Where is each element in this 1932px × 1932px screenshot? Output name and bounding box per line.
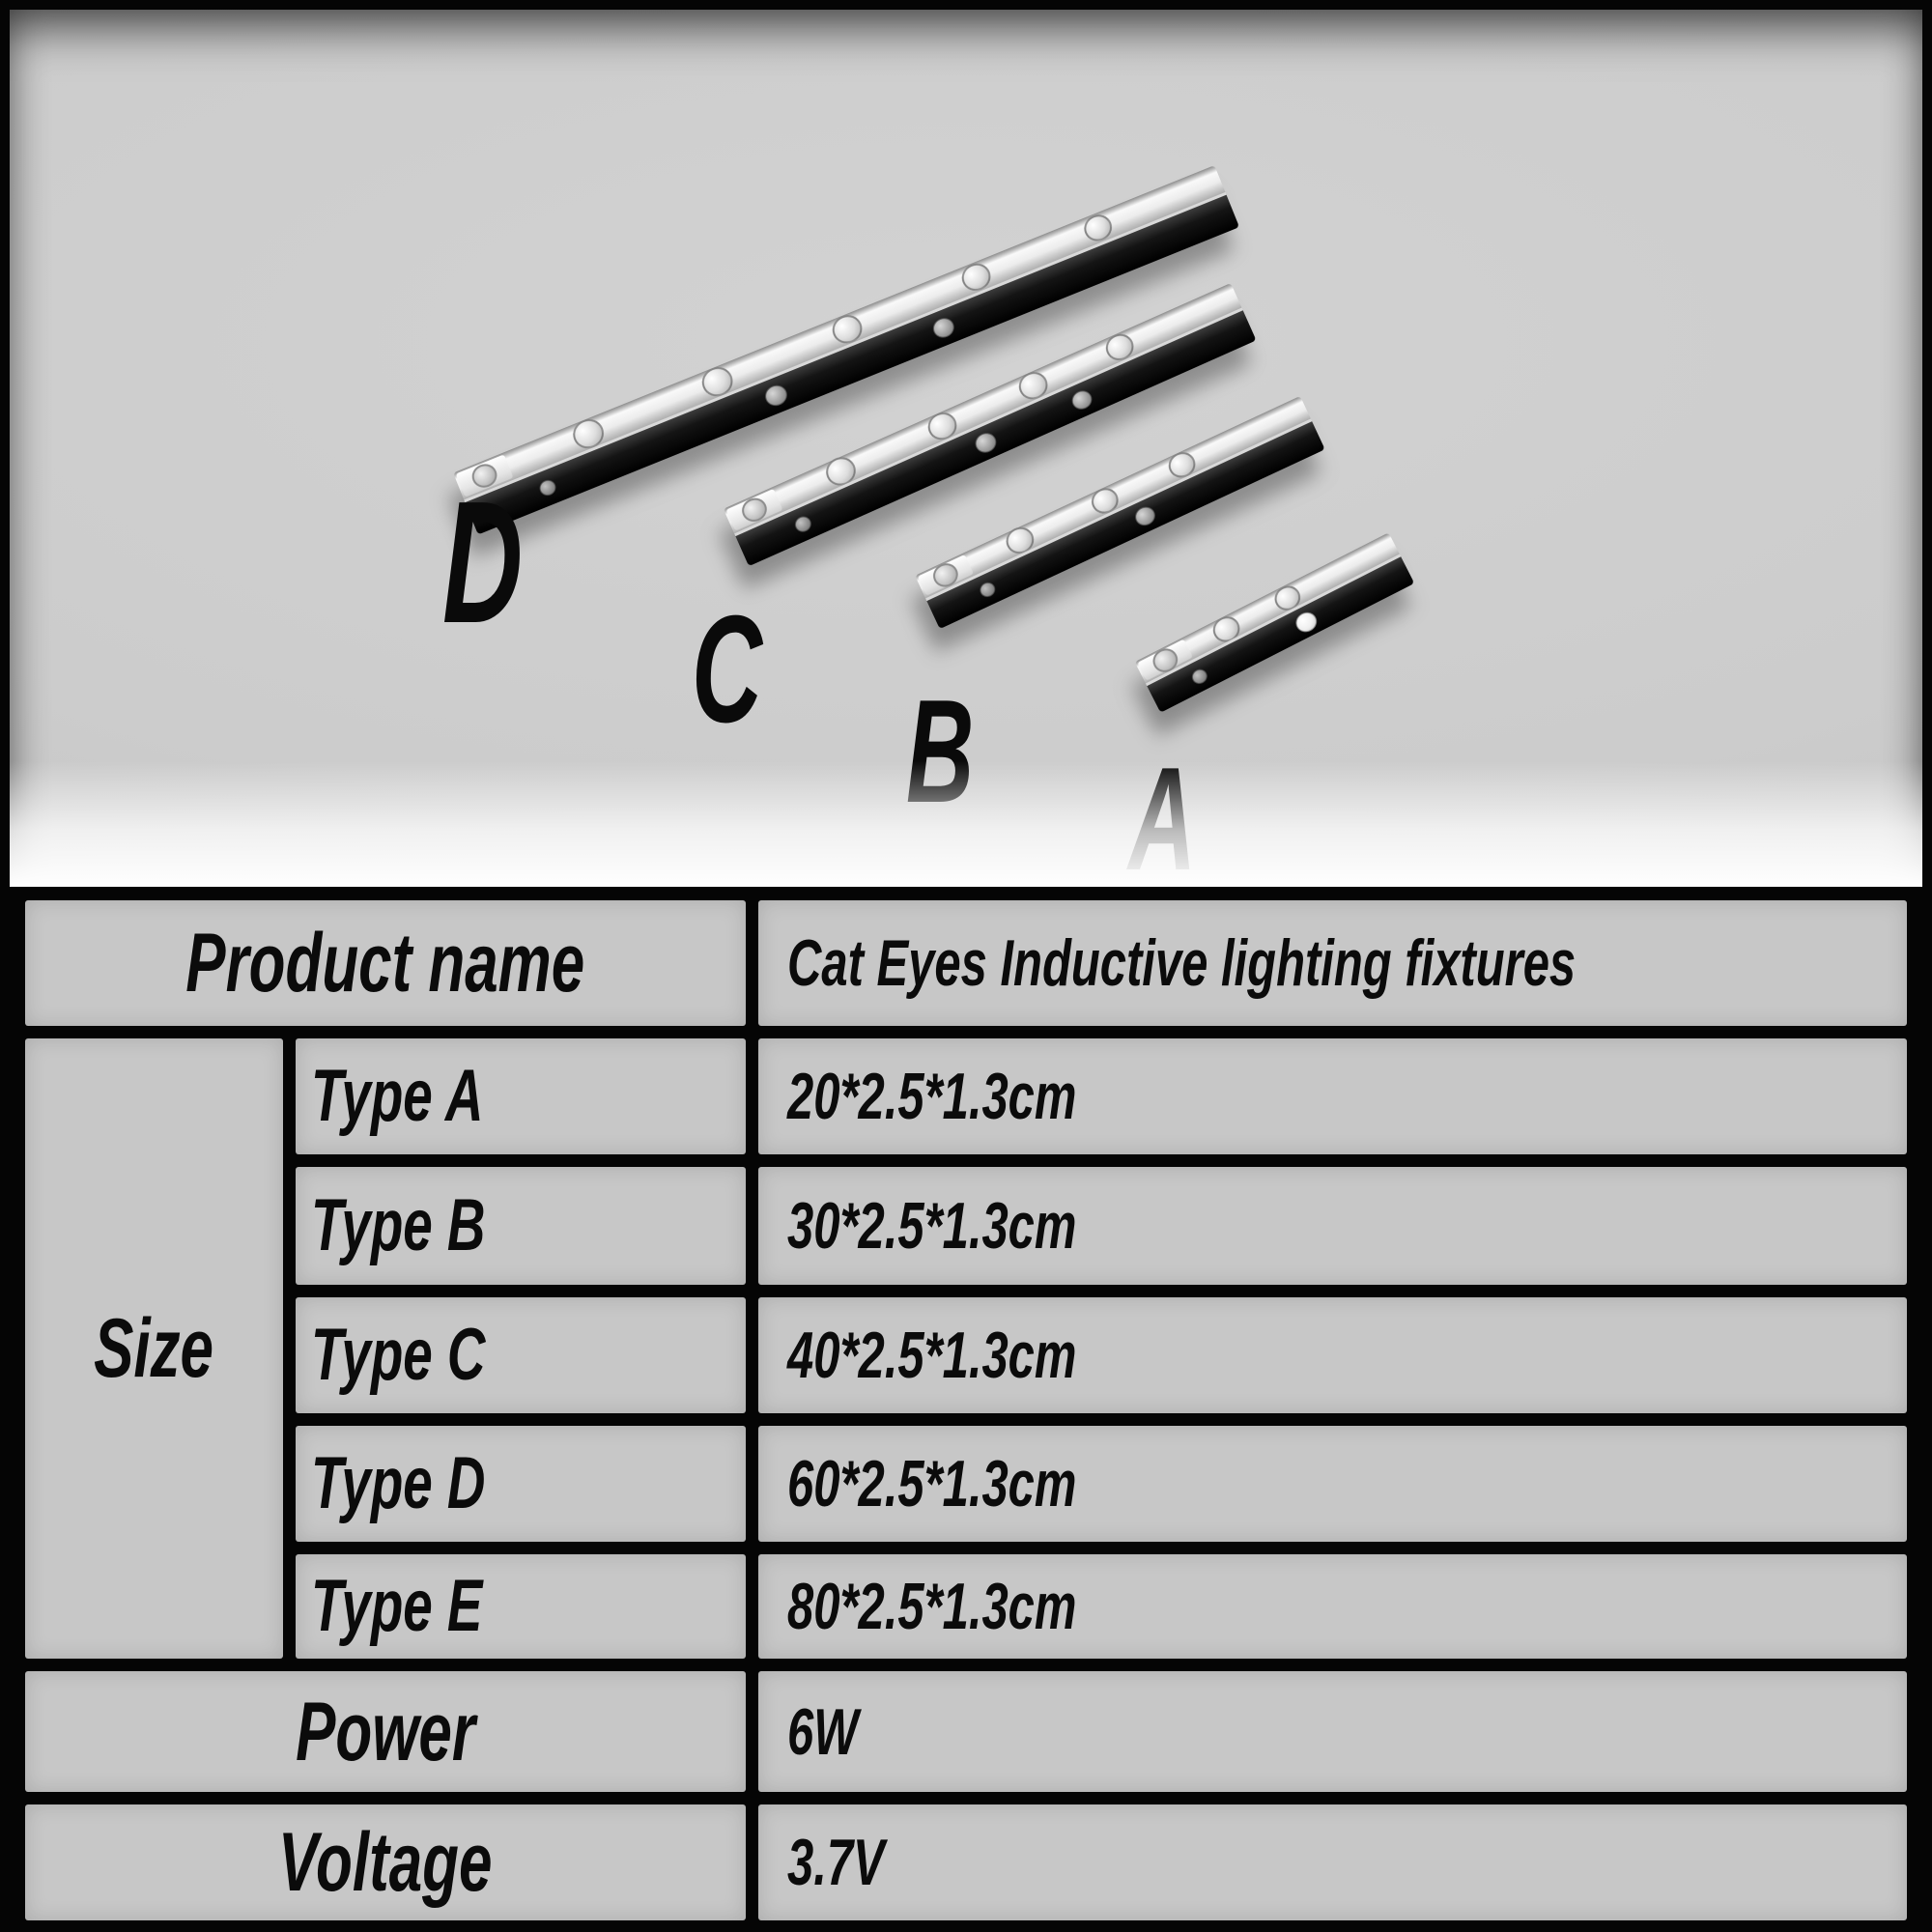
type-b-value-cell: 30*2.5*1.3cm bbox=[758, 1167, 1907, 1285]
voltage-value: 3.7V bbox=[787, 1826, 885, 1899]
type-d-dimensions: 60*2.5*1.3cm bbox=[787, 1447, 1077, 1520]
type-b-label-cell: Type B bbox=[296, 1167, 746, 1285]
power-label: Power bbox=[296, 1685, 475, 1778]
product-name-value: Cat Eyes Inductive lighting fixtures bbox=[787, 926, 1577, 1000]
type-d-label-cell: Type D bbox=[296, 1426, 746, 1542]
type-a-label: Type A bbox=[311, 1055, 484, 1137]
button-dot bbox=[1068, 387, 1095, 412]
size-label-cell: Size bbox=[25, 1038, 283, 1659]
type-a-label-cell: Type A bbox=[296, 1038, 746, 1154]
type-b-dimensions: 30*2.5*1.3cm bbox=[787, 1189, 1077, 1263]
product-name-label-cell: Product name bbox=[25, 900, 746, 1026]
power-value: 6W bbox=[787, 1694, 859, 1769]
voltage-value-cell: 3.7V bbox=[758, 1804, 1907, 1920]
type-c-dimensions: 40*2.5*1.3cm bbox=[787, 1319, 1077, 1392]
button-dot bbox=[929, 314, 957, 341]
size-label: Size bbox=[94, 1302, 214, 1395]
light-bar-a bbox=[1134, 532, 1415, 713]
type-e-dimensions: 80*2.5*1.3cm bbox=[787, 1570, 1077, 1643]
voltage-label: Voltage bbox=[278, 1816, 493, 1909]
type-d-label: Type D bbox=[311, 1442, 486, 1524]
bar-label-c: C bbox=[692, 584, 763, 754]
button-dot bbox=[761, 382, 791, 410]
type-e-label: Type E bbox=[311, 1565, 483, 1647]
button-dot bbox=[972, 429, 1000, 457]
spec-table: Product name Cat Eyes Inductive lighting… bbox=[10, 887, 1922, 1932]
power-label-cell: Power bbox=[25, 1671, 746, 1792]
type-c-label: Type C bbox=[311, 1314, 486, 1396]
product-photo-section: D C B A bbox=[10, 10, 1922, 887]
bar-label-d: D bbox=[442, 466, 524, 660]
product-name-value-cell: Cat Eyes Inductive lighting fixtures bbox=[758, 900, 1907, 1026]
button-dot bbox=[1131, 503, 1158, 529]
photo-bottom-fade bbox=[10, 761, 1922, 887]
type-d-value-cell: 60*2.5*1.3cm bbox=[758, 1426, 1907, 1542]
power-value-cell: 6W bbox=[758, 1671, 1907, 1792]
type-c-value-cell: 40*2.5*1.3cm bbox=[758, 1297, 1907, 1413]
type-a-value-cell: 20*2.5*1.3cm bbox=[758, 1038, 1907, 1154]
type-a-dimensions: 20*2.5*1.3cm bbox=[787, 1060, 1077, 1133]
type-e-label-cell: Type E bbox=[296, 1554, 746, 1659]
button-dot bbox=[977, 580, 998, 600]
voltage-label-cell: Voltage bbox=[25, 1804, 746, 1920]
type-c-label-cell: Type C bbox=[296, 1297, 746, 1413]
button-dot bbox=[792, 513, 814, 535]
type-e-value-cell: 80*2.5*1.3cm bbox=[758, 1554, 1907, 1659]
aluminum-strip bbox=[453, 165, 1226, 500]
type-b-label: Type B bbox=[311, 1184, 486, 1266]
button-dot bbox=[1292, 608, 1321, 636]
black-body bbox=[1145, 554, 1415, 713]
product-name-label: Product name bbox=[185, 917, 585, 1009]
button-dot bbox=[537, 477, 558, 498]
button-dot bbox=[1189, 666, 1210, 687]
